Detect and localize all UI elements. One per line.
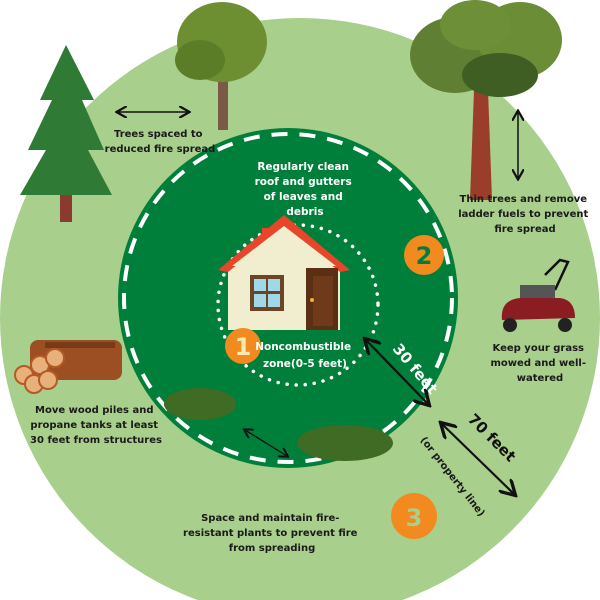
svg-text:3: 3	[406, 504, 423, 532]
svg-text:2: 2	[416, 242, 433, 270]
zone-1-badge: 1	[225, 328, 261, 364]
70-feet-arrow	[442, 424, 514, 494]
round-tree-icon	[175, 2, 267, 130]
plant-spacing-arrow	[245, 430, 287, 456]
zone-1-dotted-boundary	[216, 223, 380, 387]
tip-plants: Space and maintain fire- resistant plant…	[183, 513, 361, 554]
pine-tree-icon	[20, 45, 112, 222]
tip-roof-gutters: Regularly clean roof and gutters of leav…	[255, 161, 356, 218]
tip-wood-piles: Move wood piles and propane tanks at lea…	[30, 405, 162, 446]
svg-text:1: 1	[235, 333, 252, 361]
lawn-mower-icon	[501, 258, 575, 332]
zone-3-badge: 3	[391, 493, 437, 539]
tall-tree-icon	[410, 0, 562, 200]
tip-grass: Keep your grass mowed and well- watered	[491, 343, 590, 384]
zone-1-label: Noncombustible zone(0-5 feet)	[255, 341, 355, 370]
wood-pile-icon	[14, 340, 122, 394]
shrub-icon	[164, 388, 236, 420]
shrub-icon	[297, 425, 393, 461]
tip-trees-spaced: Trees spaced to reduced fire spread	[105, 129, 216, 155]
zone-2-badge: 2	[404, 235, 444, 275]
tip-thin-trees: Thin trees and remove ladder fuels to pr…	[458, 194, 592, 235]
30-feet-arrow	[366, 340, 428, 404]
house-icon	[218, 215, 350, 330]
zone-2-dashed-boundary	[122, 132, 454, 464]
